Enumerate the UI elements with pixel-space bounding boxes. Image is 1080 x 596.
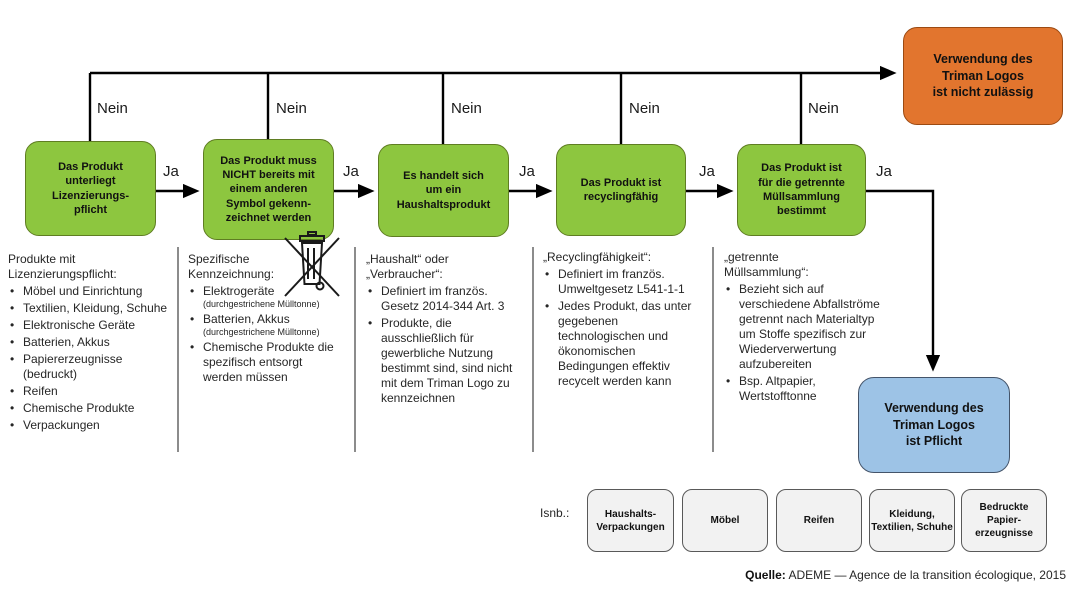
column-title: „Haushalt“ oder „Verbraucher“:	[366, 252, 449, 281]
source-prefix: Quelle:	[745, 568, 786, 582]
column-specific-marking: Spezifische Kennzeichnung: Elektrogeräte…	[188, 252, 340, 385]
column-title: „Recyclingfähigkeit“:	[543, 250, 652, 264]
edge-label-nein: Nein	[808, 100, 839, 117]
step-household-product: Es handelt sich um ein Haushaltsprodukt	[378, 144, 509, 237]
step-no-other-symbol: Das Produkt muss NICHT bereits mit einem…	[203, 139, 334, 240]
list-item: Definiert im französ. Umweltgesetz L541-…	[543, 267, 706, 297]
column-title: Spezifische Kennzeichnung:	[188, 252, 275, 281]
bullet-list: Möbel und Einrichtung Textilien, Kleidun…	[8, 284, 174, 433]
outcome-logo-required: Verwendung des Triman Logos ist Pflicht	[858, 377, 1010, 473]
list-item: Elektronische Geräte	[8, 318, 174, 333]
edge-label-ja: Ja	[876, 163, 892, 180]
column-licensing-products: Produkte mit Lizenzierungspflicht: Möbel…	[8, 252, 174, 433]
category-tyres: Reifen	[776, 489, 862, 552]
edge-label-nein: Nein	[451, 100, 482, 117]
category-clothing-textiles: Kleidung, Textilien, Schuhe	[869, 489, 955, 552]
list-item: Bezieht sich auf verschiedene Abfallströ…	[724, 282, 890, 372]
step-licensing-obligation: Das Produkt unterliegt Lizenzierungs- pf…	[25, 141, 156, 236]
list-item: Papiererzeugnisse (bedruckt)	[8, 352, 174, 382]
bullet-list: Definiert im französ. Gesetz 2014-344 Ar…	[366, 284, 526, 406]
list-item: Möbel und Einrichtung	[8, 284, 174, 299]
list-item-text: Elektrogeräte	[203, 284, 275, 298]
list-item: Definiert im französ. Gesetz 2014-344 Ar…	[366, 284, 526, 314]
list-item: Chemische Produkte die spezifisch entsor…	[188, 340, 340, 385]
list-item: Verpackungen	[8, 418, 174, 433]
list-item: Batterien, Akkus	[8, 335, 174, 350]
column-household-definition: „Haushalt“ oder „Verbraucher“: Definiert…	[366, 252, 526, 406]
list-item: Chemische Produkte	[8, 401, 174, 416]
category-furniture: Möbel	[682, 489, 768, 552]
source-text: ADEME — Agence de la transition écologiq…	[785, 568, 1066, 582]
edge-label-nein: Nein	[97, 100, 128, 117]
isnb-label: Isnb.:	[540, 506, 570, 520]
bullet-list: Definiert im französ. Umweltgesetz L541-…	[543, 267, 706, 389]
list-item: Elektrogeräte (durchgestrichene Mülltonn…	[188, 284, 340, 310]
list-item: Reifen	[8, 384, 174, 399]
step-recyclable: Das Produkt ist recyclingfähig	[556, 144, 686, 236]
edge-label-nein: Nein	[629, 100, 660, 117]
column-title: Produkte mit Lizenzierungspflicht:	[8, 252, 117, 281]
bullet-list: Bezieht sich auf verschiedene Abfallströ…	[724, 282, 890, 404]
source-citation: Quelle: ADEME — Agence de la transition …	[745, 568, 1066, 582]
list-item: Produkte, die ausschließlich für gewerbl…	[366, 316, 526, 406]
list-item-note: (durchgestrichene Mülltonne)	[203, 299, 320, 309]
category-printed-paper: Bedruckte Papier- erzeugnisse	[961, 489, 1047, 552]
outcome-logo-not-allowed: Verwendung des Triman Logos ist nicht zu…	[903, 27, 1063, 125]
list-item: Textilien, Kleidung, Schuhe	[8, 301, 174, 316]
list-item-note: (durchgestrichene Mülltonne)	[203, 326, 320, 337]
list-item: Batterien, Akkus (durchgestrichene Müllt…	[188, 312, 340, 338]
category-household-packaging: Haushalts- Verpackungen	[587, 489, 674, 552]
edge-label-nein: Nein	[276, 100, 307, 117]
list-item: Jedes Produkt, das unter gegebenen techn…	[543, 299, 706, 389]
edge-label-ja: Ja	[343, 163, 359, 180]
column-separate-collection-definition: „getrennte Müllsammlung“: Bezieht sich a…	[724, 250, 890, 404]
list-item: Bsp. Altpapier, Wertstofftonne	[724, 374, 890, 404]
column-recyclability-definition: „Recyclingfähigkeit“: Definiert im franz…	[543, 250, 706, 389]
list-item-text: Batterien, Akkus	[203, 311, 290, 326]
edge-label-ja: Ja	[519, 163, 535, 180]
edge-label-ja: Ja	[163, 163, 179, 180]
column-title: „getrennte Müllsammlung“:	[724, 250, 809, 279]
step-separate-collection: Das Produkt ist für die getrennte Müllsa…	[737, 144, 866, 236]
bullet-list: Elektrogeräte (durchgestrichene Mülltonn…	[188, 284, 340, 385]
edge-label-ja: Ja	[699, 163, 715, 180]
